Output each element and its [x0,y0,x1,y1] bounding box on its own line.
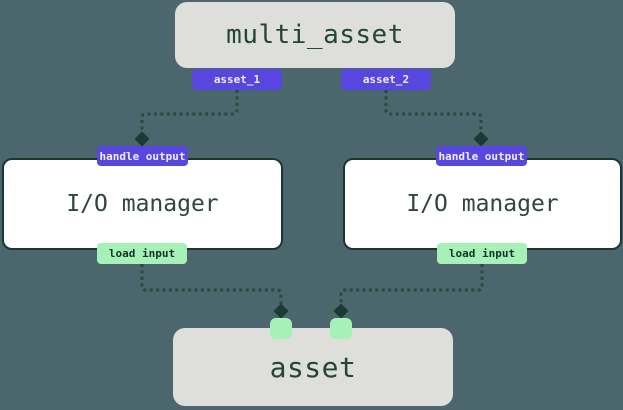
arrowhead-right-asset-input [333,303,349,319]
handle-output-badge-left-label: handle output [99,149,186,163]
connector-right-io-to-asset [339,264,484,304]
handle-output-badge-right-label: handle output [438,149,525,163]
load-input-badge-right-label: load input [448,247,516,260]
output-badge-asset-2-label: asset_2 [362,73,410,86]
io-manager-node-right: I/O manager [343,158,622,250]
load-input-badge-left: load input [97,243,187,264]
arrowhead-left-asset-input [273,303,289,319]
connector-asset1-to-left-io [140,90,239,132]
multi-asset-label: multi_asset [226,20,404,50]
asset-input-handle-right [330,318,352,339]
io-manager-node-left: I/O manager [2,158,283,250]
io-manager-right-label: I/O manager [406,191,559,217]
asset-input-handle-left [270,318,292,339]
handle-output-badge-left: handle output [97,146,188,166]
output-badge-asset-1-label: asset_1 [213,73,261,86]
output-badge-asset-1: asset_1 [192,69,282,90]
output-badge-asset-2: asset_2 [341,69,431,90]
asset-node-label: asset [269,350,357,384]
load-input-badge-right: load input [437,243,527,264]
connector-left-io-to-asset [140,264,283,304]
connector-asset2-to-right-io [384,90,483,132]
arrowhead-left-handle-output [134,131,150,147]
handle-output-badge-right: handle output [436,146,527,166]
load-input-badge-left-label: load input [108,247,176,260]
io-manager-left-label: I/O manager [66,191,219,217]
asset-node: asset [173,328,453,406]
arrowhead-right-handle-output [473,131,489,147]
multi-asset-node: multi_asset [175,2,455,68]
